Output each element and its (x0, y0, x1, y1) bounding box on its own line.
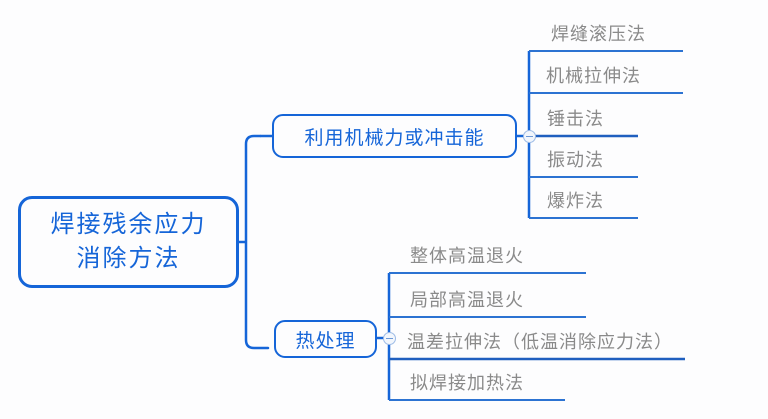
collapse-toggle-mechanical[interactable] (523, 130, 536, 143)
root-node-label: 焊接残余应力 消除方法 (51, 208, 207, 276)
leaf-node-thermal-2[interactable]: 局部高温退火 (410, 290, 524, 310)
leaf-node-mechanical-5[interactable]: 爆炸法 (547, 191, 604, 211)
leaf-node-mechanical-2[interactable]: 机械拉伸法 (546, 66, 641, 86)
leaf-node-mechanical-3[interactable]: 锤击法 (547, 109, 604, 129)
root-node-label-line1: 焊接残余应力 (50, 211, 207, 238)
root-node[interactable]: 焊接残余应力 消除方法 (18, 196, 239, 288)
leaf-node-thermal-3[interactable]: 温差拉伸法（低温消除应力法） (407, 332, 673, 352)
collapse-toggle-thermal[interactable] (383, 332, 396, 345)
leaf-node-mechanical-4[interactable]: 振动法 (547, 150, 604, 170)
connector-main-spine (244, 134, 270, 350)
branch-node-mechanical-label: 利用机械力或冲击能 (304, 127, 485, 149)
branch-node-thermal[interactable]: 热处理 (274, 320, 377, 358)
branch-node-mechanical[interactable]: 利用机械力或冲击能 (272, 114, 517, 158)
branch-node-thermal-label: 热处理 (295, 330, 356, 352)
leaf-node-thermal-4[interactable]: 拟焊接加热法 (410, 373, 524, 393)
leaf-node-thermal-1[interactable]: 整体高温退火 (410, 246, 524, 266)
root-node-label-line2: 消除方法 (76, 245, 181, 272)
leaf-node-mechanical-1[interactable]: 焊缝滚压法 (551, 24, 646, 44)
